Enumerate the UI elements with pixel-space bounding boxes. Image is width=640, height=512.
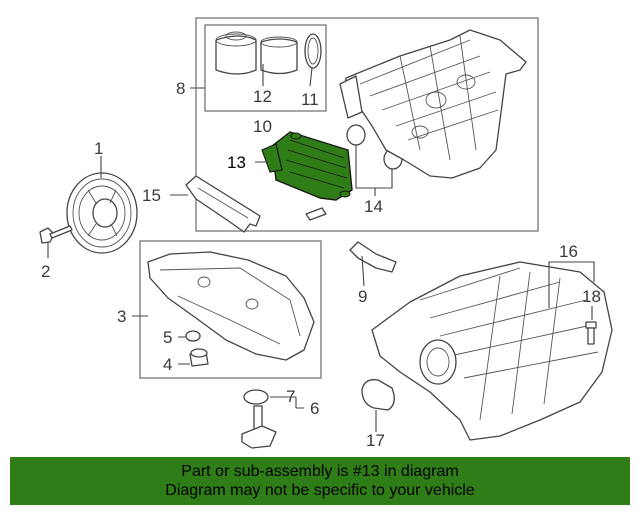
drain-plug: [189, 348, 209, 367]
callout-5: 5: [163, 328, 172, 347]
banner-line-1: Part or sub-assembly is #13 in diagram: [181, 463, 459, 480]
callout-4: 4: [163, 355, 172, 374]
callout-3: 3: [117, 307, 126, 326]
manifold-bracket: [349, 241, 397, 273]
callout-10: 10: [253, 117, 272, 136]
manifold-gasket: [361, 379, 395, 411]
callout-18: 18: [582, 287, 601, 306]
callout-6: 6: [310, 399, 319, 418]
callout-15: 15: [142, 186, 161, 205]
cover-gasket: [185, 175, 261, 233]
oil-pan: [147, 251, 315, 361]
oil-filter-element: [215, 31, 298, 75]
info-banner: Part or sub-assembly is #13 in diagram D…: [10, 457, 630, 505]
parts-diagram: 1 2 3 4 5 6 7 8 9 10 11 12 13 14 15 16 1…: [39, 17, 613, 450]
callout-11: 11: [301, 90, 319, 109]
callout-12: 12: [253, 87, 272, 106]
cooler-bolt: [305, 207, 327, 221]
oil-cooler-highlighted: [261, 131, 353, 201]
callout-2: 2: [41, 262, 50, 281]
callout-1: 1: [94, 139, 103, 158]
manifold-bolt: [585, 321, 597, 345]
engine-housing-group-box: [195, 17, 539, 232]
engine-housing: [339, 29, 527, 179]
oil-pan-group-box: [139, 240, 322, 379]
intake-manifold: [371, 261, 613, 441]
filter-o-ring: [304, 33, 322, 69]
leader-lines: [47, 64, 595, 432]
cooler-gasket-a: [346, 124, 366, 146]
callout-8: 8: [176, 79, 185, 98]
crankshaft-pulley: [66, 172, 138, 254]
oil-level-sensor: [241, 405, 277, 449]
callout-7: 7: [286, 387, 295, 406]
drain-washer: [185, 330, 201, 342]
oil-filter-group-box: [204, 24, 327, 112]
callout-13: 13: [227, 153, 246, 172]
banner-line-2: Diagram may not be specific to your vehi…: [165, 482, 475, 499]
callout-16: 16: [559, 242, 578, 261]
sensor-o-ring: [243, 389, 269, 405]
callout-14: 14: [364, 197, 383, 216]
callout-9: 9: [358, 287, 367, 306]
pulley-bolt: [39, 225, 73, 244]
callout-17: 17: [366, 431, 385, 450]
